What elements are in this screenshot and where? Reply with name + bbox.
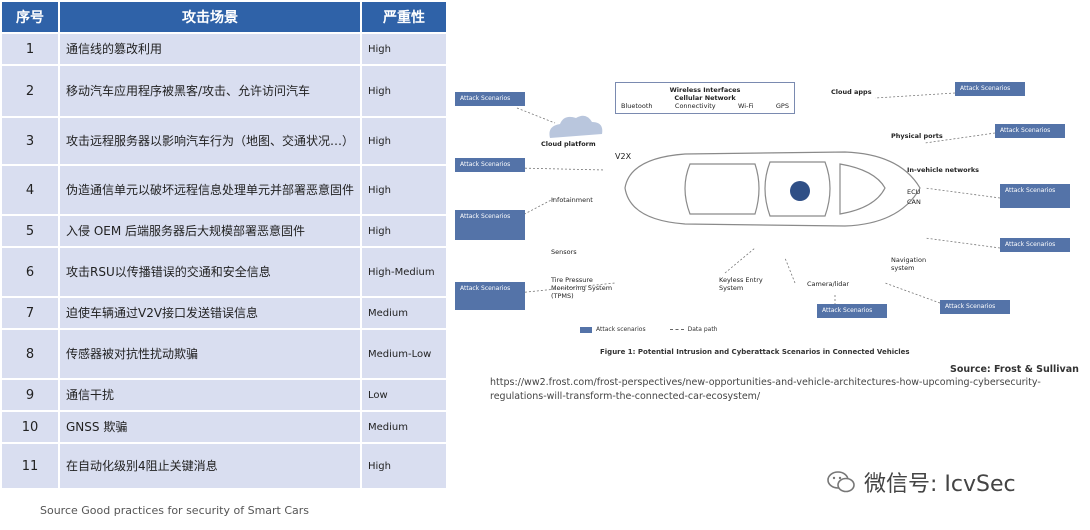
cloud-label: Cloud platform (541, 140, 596, 148)
header-number: 序号 (0, 0, 60, 34)
row-number: 4 (0, 164, 60, 216)
row-number: 2 (0, 64, 60, 118)
row-scenario: 移动汽车应用程序被黑客/攻击、允许访问汽车 (58, 64, 362, 118)
diagram-lines (516, 92, 1001, 313)
label-cloud-apps: Cloud apps (831, 88, 872, 96)
legend-datapath: Data path (687, 326, 718, 333)
row-severity: Medium (360, 296, 448, 330)
table-header-row: 序号 攻击场景 严重性 (0, 0, 448, 34)
attack-box: Attack Scenarios (955, 82, 1025, 96)
wechat-icon (827, 471, 855, 493)
legend-attack: Attack scenarios (596, 326, 646, 333)
row-scenario: 迫使车辆通过V2V接口发送错误信息 (58, 296, 362, 330)
attack-box: Attack Scenarios (1000, 184, 1070, 208)
table-row: 7 迫使车辆通过V2V接口发送错误信息 Medium (0, 296, 448, 330)
attack-scenario-table-panel: 序号 攻击场景 严重性 1 通信线的篡改利用 High 2 移动汽车应用程序被黑… (0, 0, 448, 500)
table-row: 11 在自动化级别4阻止关键消息 High (0, 442, 448, 490)
row-severity: High (360, 214, 448, 248)
row-severity: Low (360, 378, 448, 412)
row-scenario: GNSS 欺骗 (58, 410, 362, 444)
table-row: 2 移动汽车应用程序被黑客/攻击、允许访问汽车 High (0, 64, 448, 118)
table-row: 5 入侵 OEM 后端服务器后大规模部署恶意固件 High (0, 214, 448, 248)
figure-url[interactable]: https://ww2.frost.com/frost-perspectives… (490, 377, 1041, 402)
label-sensors: Sensors (551, 248, 577, 256)
figure-caption: Figure 1: Potential Intrusion and Cybera… (600, 348, 910, 356)
row-scenario: 通信线的篡改利用 (58, 32, 362, 66)
wireless-col-bluetooth: Bluetooth (621, 102, 653, 110)
row-severity: High (360, 116, 448, 166)
legend-line (669, 329, 684, 330)
row-number: 9 (0, 378, 60, 412)
table-row: 1 通信线的篡改利用 High (0, 32, 448, 66)
row-number: 7 (0, 296, 60, 330)
table-row: 10 GNSS 欺骗 Medium (0, 410, 448, 444)
header-scenario: 攻击场景 (58, 0, 362, 34)
label-in-vehicle: In-vehicle networks (907, 166, 980, 174)
row-scenario: 通信干扰 (58, 378, 362, 412)
label-camera: Camera/lidar (807, 280, 850, 288)
attack-box: Attack Scenarios (940, 300, 1010, 314)
row-number: 6 (0, 246, 60, 298)
diagram-legend: Attack scenarios Data path (580, 326, 717, 333)
label-keyless: Keyless Entry System (719, 276, 763, 292)
row-severity: High (360, 32, 448, 66)
attack-box: Attack Scenarios (455, 92, 525, 106)
row-number: 3 (0, 116, 60, 166)
attack-box: Attack Scenarios (995, 124, 1065, 138)
header-severity: 严重性 (360, 0, 448, 34)
wireless-col-wifi: Wi-Fi (738, 102, 754, 110)
attack-scenario-table: 序号 攻击场景 严重性 1 通信线的篡改利用 High 2 移动汽车应用程序被黑… (0, 0, 448, 490)
table-row: 4 伪造通信单元以破坏远程信息处理单元并部署恶意固件 High (0, 164, 448, 216)
wireless-title: Wireless Interfaces (669, 86, 741, 94)
row-number: 10 (0, 410, 60, 444)
table-row: 3 攻击远程服务器以影响汽车行为（地图、交通状况…） High (0, 116, 448, 166)
row-scenario: 攻击RSU以传播错误的交通和安全信息 (58, 246, 362, 298)
row-scenario: 在自动化级别4阻止关键消息 (58, 442, 362, 490)
label-tpms: Tire Pressure Monitoring System (TPMS) (551, 276, 613, 300)
attack-box: Attack Scenarios (1000, 238, 1070, 252)
table-row: 6 攻击RSU以传播错误的交通和安全信息 High-Medium (0, 246, 448, 298)
row-severity: Medium-Low (360, 328, 448, 380)
label-ecu: ECU (907, 188, 921, 196)
cloud-icon (549, 115, 603, 138)
wireless-col-connectivity: Connectivity (674, 102, 716, 110)
row-severity: High (360, 64, 448, 118)
label-can: CAN (907, 198, 921, 206)
wireless-interfaces-box: Wireless Interfaces Cellular Network Blu… (615, 82, 795, 114)
watermark-text: 微信号: IcvSec (864, 472, 1016, 497)
ecu-icon (790, 181, 810, 201)
wireless-col-gps: GPS (775, 102, 789, 110)
row-severity: High (360, 442, 448, 490)
attack-box: Attack Scenarios (817, 304, 887, 318)
row-scenario: 入侵 OEM 后端服务器后大规模部署恶意固件 (58, 214, 362, 248)
wechat-watermark: 微信号: IcvSec (826, 466, 1016, 498)
row-number: 11 (0, 442, 60, 490)
row-severity: High (360, 164, 448, 216)
attack-box: Attack Scenarios (455, 210, 525, 240)
attack-box: Attack Scenarios (455, 158, 525, 172)
figure-source: Source: Frost & Sullivan (950, 364, 1079, 375)
attack-box: Attack Scenarios (455, 282, 525, 310)
car-outline (624, 151, 921, 227)
table-row: 9 通信干扰 Low (0, 378, 448, 412)
row-scenario: 攻击远程服务器以影响汽车行为（地图、交通状况…） (58, 116, 362, 166)
vehicle-attack-diagram: Cloud platform V2X Wireless Interfaces C… (455, 78, 1080, 378)
table-source: Source Good practices for security of Sm… (40, 504, 310, 517)
row-severity: High-Medium (360, 246, 448, 298)
row-number: 8 (0, 328, 60, 380)
table-row: 8 传感器被对抗性扰动欺骗 Medium-Low (0, 328, 448, 380)
v2x-label: V2X (615, 152, 632, 161)
row-severity: Medium (360, 410, 448, 444)
row-scenario: 传感器被对抗性扰动欺骗 (58, 328, 362, 380)
row-number: 5 (0, 214, 60, 248)
wireless-subtitle: Cellular Network (674, 94, 736, 102)
label-physical-ports: Physical ports (891, 132, 943, 140)
label-infotainment: Infotainment (551, 196, 593, 204)
row-number: 1 (0, 32, 60, 66)
label-navigation: Navigation system (891, 256, 927, 272)
row-scenario: 伪造通信单元以破坏远程信息处理单元并部署恶意固件 (58, 164, 362, 216)
legend-swatch (580, 326, 592, 333)
